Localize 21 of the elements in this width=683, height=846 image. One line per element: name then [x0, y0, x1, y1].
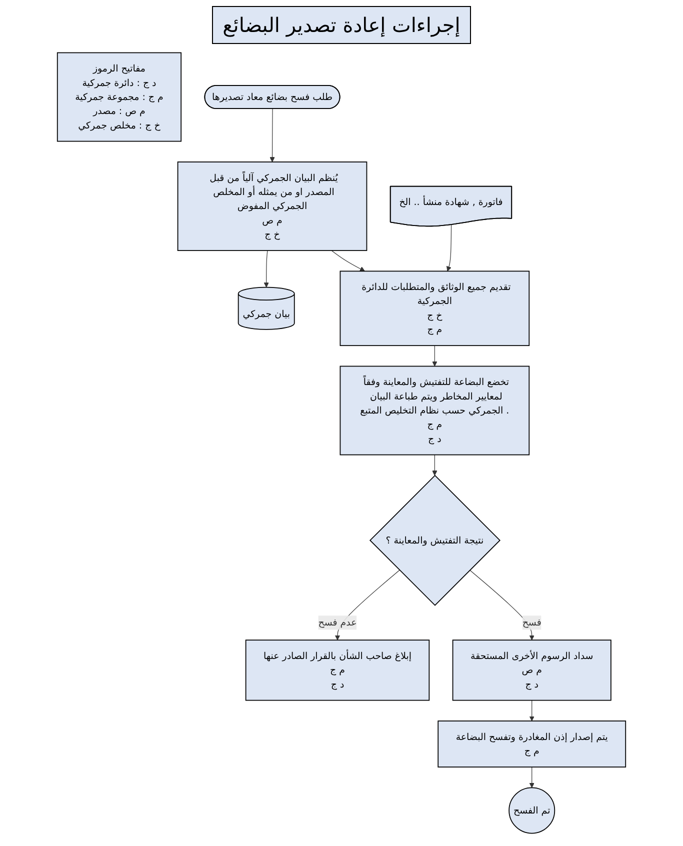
arrow — [446, 224, 452, 272]
node-box: تقديم جميع الوثائق والمتطلبات للدائرة الجمركية خ ج م ج — [340, 270, 530, 346]
node-box: تخضع البضاعة للتفتيش والمعاينة وفقاً لمعايير المخاطر ويتم طباعة البيان الجمركي حسب نظام التخليص المتبع . م ج د ج — [340, 366, 530, 456]
node-box: إبلاغ صاحب الشأن بالقرار الصادر عنها م ج د ج — [245, 640, 430, 701]
arrow — [264, 250, 269, 288]
node-box: سداد الرسوم الأخرى المستحقة م ص د ج — [452, 640, 612, 701]
arrow — [529, 766, 534, 788]
arrow — [270, 108, 275, 162]
node-box: يتم إصدار إذن المغادرة وتفسح البضاعة م ج — [438, 720, 626, 768]
title: إجراءات إعادة تصدير البضائع — [212, 6, 472, 44]
node-circle: تم الفسح — [508, 787, 556, 834]
node-diamond: نتيجة التفتيش والمعاينة ؟ — [369, 474, 500, 606]
arrow — [470, 570, 534, 640]
arrow — [529, 700, 534, 722]
edge-label: عدم فسح — [318, 616, 357, 628]
node-box: مفاتيح الرموز د ج : دائرة جمركية م ج : مجموعة جمركية م ص : مصدر خ ج : مخلص جمركي — [56, 52, 182, 142]
arrow — [331, 250, 365, 272]
arrow — [432, 454, 438, 476]
node-box: يُنظم البيان الجمركي آلياً من قبل المصدر او من يمثله أو المخلص الجمركي المفوض م ص خ ج — [177, 162, 368, 251]
arrow — [432, 345, 438, 366]
edge-label: فسح — [522, 616, 542, 628]
